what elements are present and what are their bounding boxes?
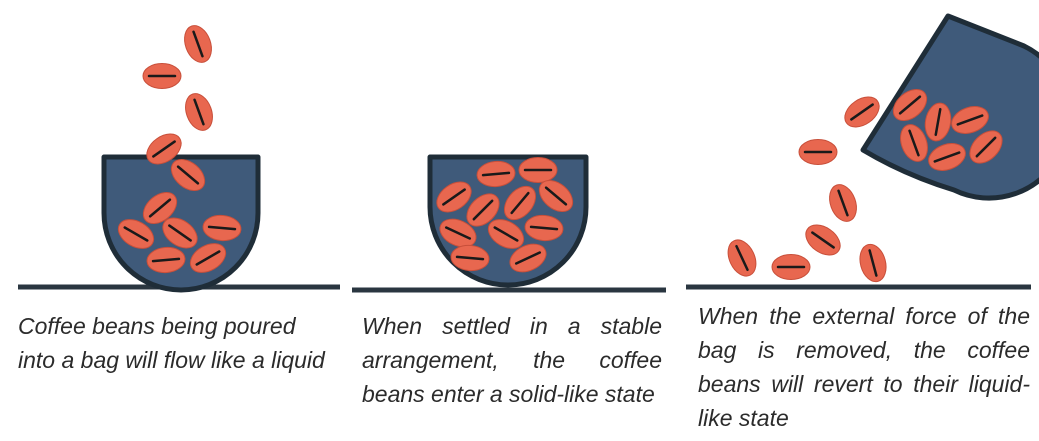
- coffee-bean-icon: [143, 64, 181, 89]
- bag-icon-panel-3: [863, 16, 1039, 198]
- coffee-bean-icon: [519, 158, 557, 183]
- caption-released: When the external force of the bag is re…: [698, 299, 1030, 435]
- coffee-bean-icon: [856, 241, 890, 284]
- coffee-bean-icon: [772, 255, 810, 280]
- coffee-bean-icon: [180, 22, 216, 66]
- coffee-bean-icon: [825, 181, 861, 225]
- caption-pouring: Coffee beans being poured into a bag wil…: [18, 309, 336, 377]
- coffee-bean-icon: [800, 219, 845, 261]
- coffee-bean-icon: [181, 90, 217, 134]
- caption-settled: When settled in a stable arrangement, th…: [362, 309, 662, 411]
- coffee-bean-icon: [799, 140, 837, 165]
- coffee-bean-icon: [723, 235, 762, 280]
